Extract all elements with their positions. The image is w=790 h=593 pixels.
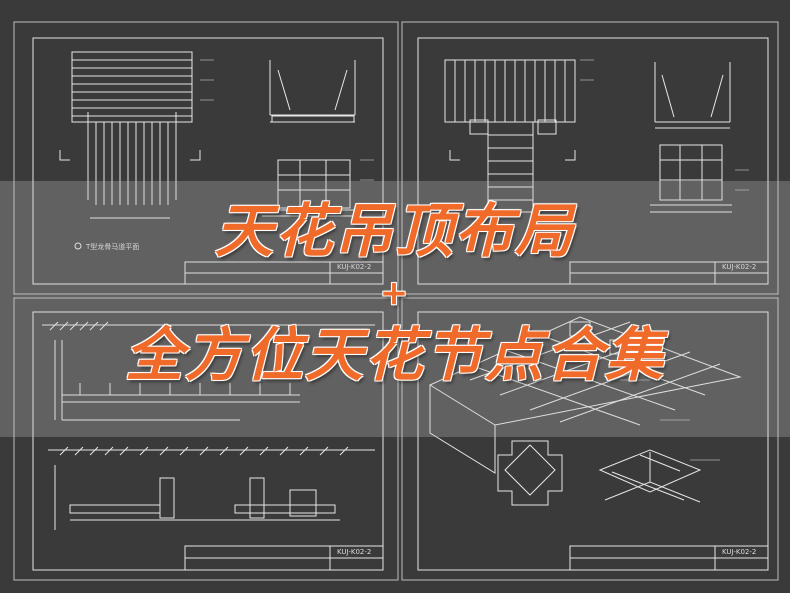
title-overlay-band [0,181,790,437]
sheet-code: KUJ-K02-2 [722,548,757,556]
section-detail-drawing [262,60,362,217]
sheet-code: KUJ-K02-2 [337,263,372,271]
ceiling-node-section-drawing [42,321,375,530]
sheet-code: KUJ-K02-2 [337,548,372,556]
ceiling-3d-frame-drawing [429,316,742,506]
ceiling-plan-drawing [59,51,201,250]
drawing-label: T型龙骨马道平面 [86,243,140,251]
title-plus-sign: + [379,273,411,313]
section-detail-drawing-right [650,62,732,213]
title-line-1: 天花吊顶布局 [214,197,575,265]
ceiling-plan-drawing-right [444,59,576,213]
sheet-code: KUJ-K02-2 [722,263,757,271]
title-line-2: 全方位天花节点合集 [124,321,665,389]
